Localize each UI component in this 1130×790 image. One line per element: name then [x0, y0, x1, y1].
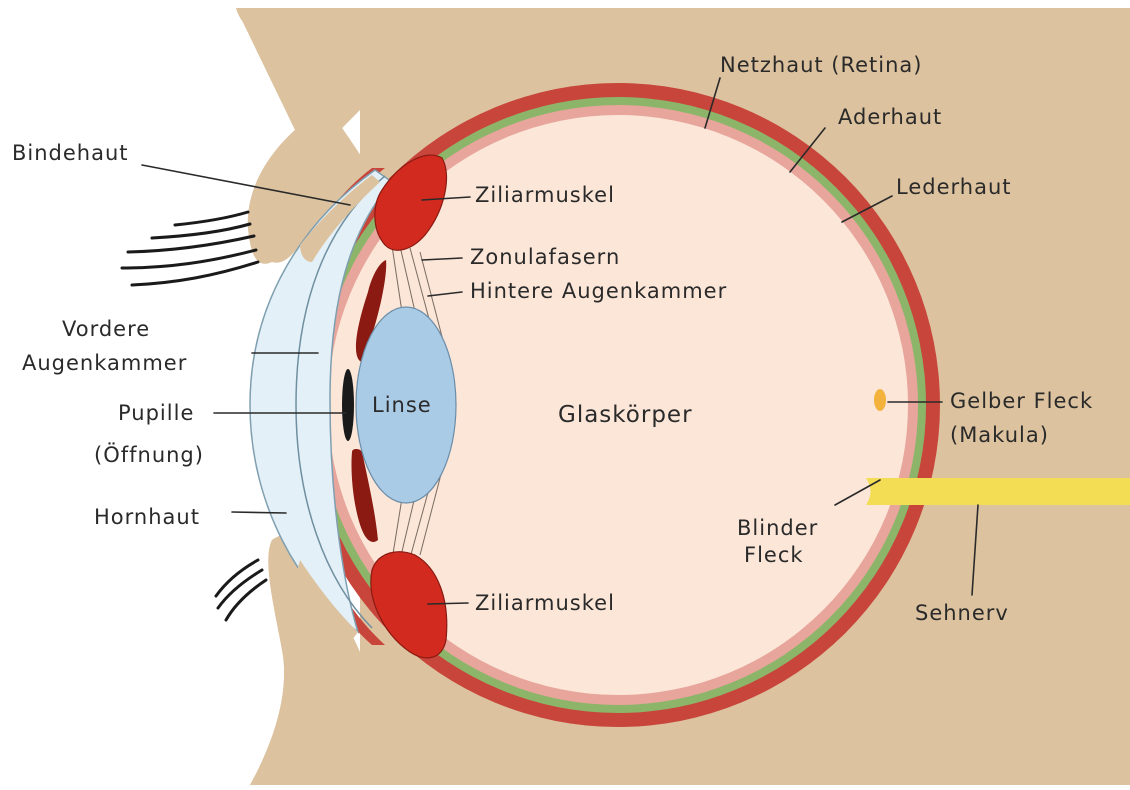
lower-eyelashes — [216, 560, 266, 620]
label-blinder-line2: Fleck — [744, 543, 804, 567]
label-aderhaut: Aderhaut — [838, 105, 942, 129]
label-blinder-line1: Blinder — [737, 516, 818, 540]
label-hintere-augenkammer: Hintere Augenkammer — [470, 279, 727, 303]
pupil — [342, 369, 354, 441]
optic-nerve — [866, 478, 1130, 505]
label-ziliarmuskel-bottom: Ziliarmuskel — [475, 591, 615, 615]
upper-eyelashes — [122, 212, 258, 285]
label-linse: Linse — [372, 393, 432, 417]
label-netzhaut: Netzhaut (Retina) — [720, 53, 922, 77]
label-vordere-line1: Vordere — [62, 317, 150, 341]
label-pupille-line2: (Öffnung) — [94, 442, 204, 467]
label-lederhaut: Lederhaut — [896, 175, 1012, 199]
label-bindehaut: Bindehaut — [12, 141, 129, 165]
label-ziliarmuskel-top: Ziliarmuskel — [475, 183, 615, 207]
label-gelber-line2: (Makula) — [950, 423, 1049, 447]
label-gelber-line1: Gelber Fleck — [950, 389, 1093, 413]
macula — [874, 389, 886, 411]
label-hornhaut: Hornhaut — [94, 505, 200, 529]
label-zonulafasern: Zonulafasern — [470, 245, 620, 269]
label-sehnerv: Sehnerv — [915, 601, 1009, 625]
label-vordere-line2: Augenkammer — [22, 351, 187, 375]
label-pupille-line1: Pupille — [118, 401, 194, 425]
label-glaskoerper: Glaskörper — [558, 402, 693, 428]
